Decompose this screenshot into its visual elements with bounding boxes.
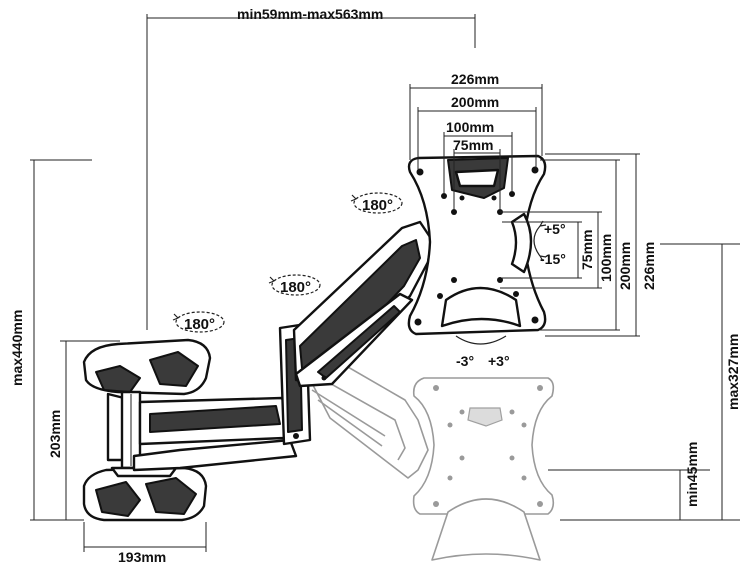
desk-clamp-base <box>82 338 212 522</box>
rotation-elbow-label: 180° <box>280 279 311 296</box>
dimension-clamp-width-label: 193mm <box>118 549 166 565</box>
swivel-left-label: -3° <box>456 353 474 369</box>
dimension-height-max327: max327mm <box>560 243 741 521</box>
dimension-vesa-vertical: 226mm 200mm 100mm 75mm <box>500 153 657 337</box>
dimension-vesa-200-label: 200mm <box>451 94 499 110</box>
dimension-clamp-height: 203mm <box>47 340 120 521</box>
dimension-vesa-200-vertical-label: 200mm <box>617 242 633 290</box>
dimension-vesa-horizontal: 226mm 200mm 100mm 75mm <box>409 71 543 210</box>
vesa-plate <box>407 154 547 336</box>
tilt-down-label: -15° <box>540 251 566 267</box>
dimension-height-max327-label: max327mm <box>725 334 741 410</box>
dimension-height-max440: max440mm <box>9 159 92 521</box>
ghost-vesa-plate <box>412 377 555 515</box>
rotation-head-label: 180° <box>362 197 393 214</box>
upper-arm <box>292 220 434 388</box>
tilt-up-label: +5° <box>544 221 566 237</box>
rotation-elbow-indicator: 180° <box>268 274 321 296</box>
dimension-vesa-100-vertical-label: 100mm <box>598 234 614 282</box>
dimension-reach-label: min59mm-max563mm <box>237 6 383 22</box>
dimension-vesa-226-label: 226mm <box>451 71 499 87</box>
tilt-indicator: +5° -15° <box>533 220 566 267</box>
dimension-height-min45: min45mm <box>548 442 710 520</box>
dimension-vesa-75-label: 75mm <box>453 137 493 153</box>
ghost-lowered-position <box>299 351 555 561</box>
lower-arm <box>132 322 312 472</box>
dimension-vesa-226-vertical-label: 226mm <box>641 242 657 290</box>
rotation-base-indicator: 180° <box>172 311 225 333</box>
dimension-clamp-width: 193mm <box>83 522 207 565</box>
rotation-head-indicator: 180° <box>350 192 403 214</box>
dimension-clamp-height-label: 203mm <box>47 410 63 458</box>
swivel-right-label: +3° <box>488 353 510 369</box>
dimension-reach: min59mm-max563mm <box>146 6 476 330</box>
swivel-indicator: -3° +3° <box>455 335 510 369</box>
dimension-vesa-100-label: 100mm <box>446 119 494 135</box>
dimension-vesa-75-vertical-label: 75mm <box>579 230 595 270</box>
rotation-base-label: 180° <box>184 316 215 333</box>
dimension-height-min45-label: min45mm <box>684 442 700 507</box>
swivel-plate <box>440 286 522 328</box>
dimension-height-max440-label: max440mm <box>9 310 25 386</box>
